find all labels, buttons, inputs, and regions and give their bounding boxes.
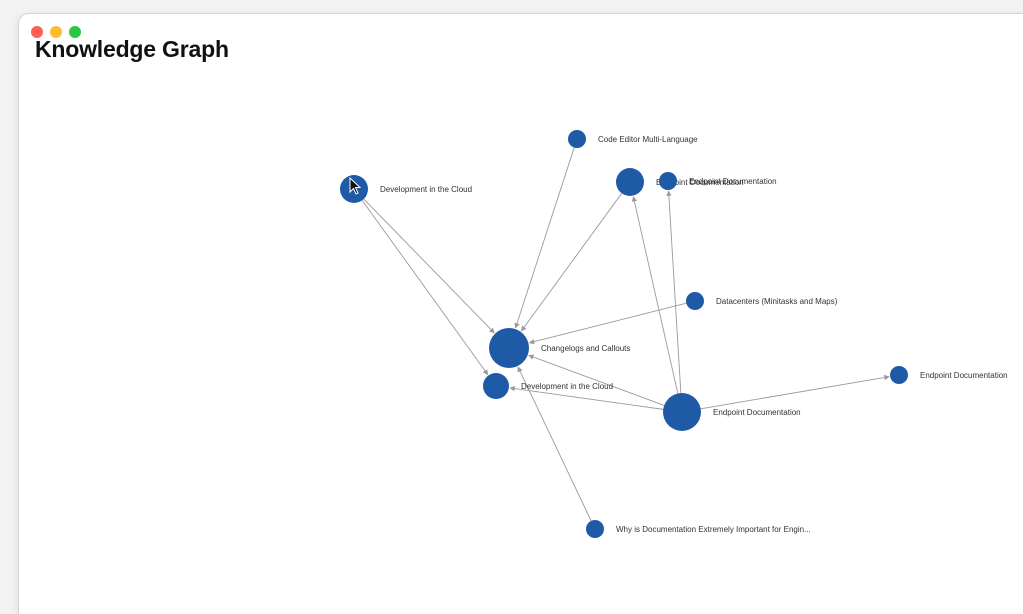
graph-edge-n10-to-n6 [517,366,592,522]
graph-edge-n9-to-n7 [509,385,664,410]
maximize-window-button[interactable] [69,26,81,38]
minimize-window-button[interactable] [50,26,62,38]
graph-node-n3[interactable]: Endpoint Documentation [616,168,744,196]
graph-node-circle[interactable] [663,393,701,431]
graph-node-label: Code Editor Multi-Language [598,135,698,144]
graph-edge-n9-to-n8 [700,374,890,410]
graph-node-label: Endpoint Documentation [920,371,1008,380]
graph-node-n6[interactable]: Changelogs and Callouts [489,328,630,368]
graph-node-label: Endpoint Documentation [713,408,801,417]
graph-node-circle[interactable] [659,172,677,190]
graph-node-circle[interactable] [489,328,529,368]
graph-edges [361,147,890,522]
graph-node-label: Development in the Cloud [380,185,472,194]
graph-node-n4[interactable]: Endpoint Documentation [659,172,777,190]
graph-edge-n9-to-n4 [666,190,682,394]
graph-node-label: Why is Documentation Extremely Important… [616,525,811,534]
graph-node-n9[interactable]: Endpoint Documentation [663,393,801,431]
graph-edge-n2-to-n7 [361,200,489,376]
graph-node-circle[interactable] [616,168,644,196]
graph-node-circle[interactable] [586,520,604,538]
graph-edge-n3-to-n6 [521,193,623,332]
graph-node-label: Changelogs and Callouts [541,344,630,353]
graph-edge-n2-to-n6 [363,198,495,334]
graph-node-n10[interactable]: Why is Documentation Extremely Important… [586,520,811,538]
graph-node-circle[interactable] [483,373,509,399]
graph-node-circle[interactable] [890,366,908,384]
mouse-pointer-icon [349,177,361,195]
graph-edge-n1-to-n6 [514,147,575,329]
window-controls [31,26,81,38]
graph-node-label: Endpoint Documentation [656,178,744,187]
graph-node-label: Development in the Cloud [521,382,613,391]
graph-node-circle[interactable] [568,130,586,148]
graph-node-n7[interactable]: Development in the Cloud [483,373,613,399]
graph-node-label: Endpoint Documentation [689,177,777,186]
graph-node-n1[interactable]: Code Editor Multi-Language [568,130,698,148]
page-title: Knowledge Graph [35,36,229,62]
graph-edge-n9-to-n3 [631,196,679,394]
graph-edge-n9-to-n6 [528,354,665,406]
close-window-button[interactable] [31,26,43,38]
graph-node-label: Datacenters (Minitasks and Maps) [716,297,838,306]
graph-node-n5[interactable]: Datacenters (Minitasks and Maps) [686,292,838,310]
graph-node-circle[interactable] [686,292,704,310]
graph-edge-n5-to-n6 [528,302,687,345]
graph-node-n8[interactable]: Endpoint Documentation [890,366,1008,384]
